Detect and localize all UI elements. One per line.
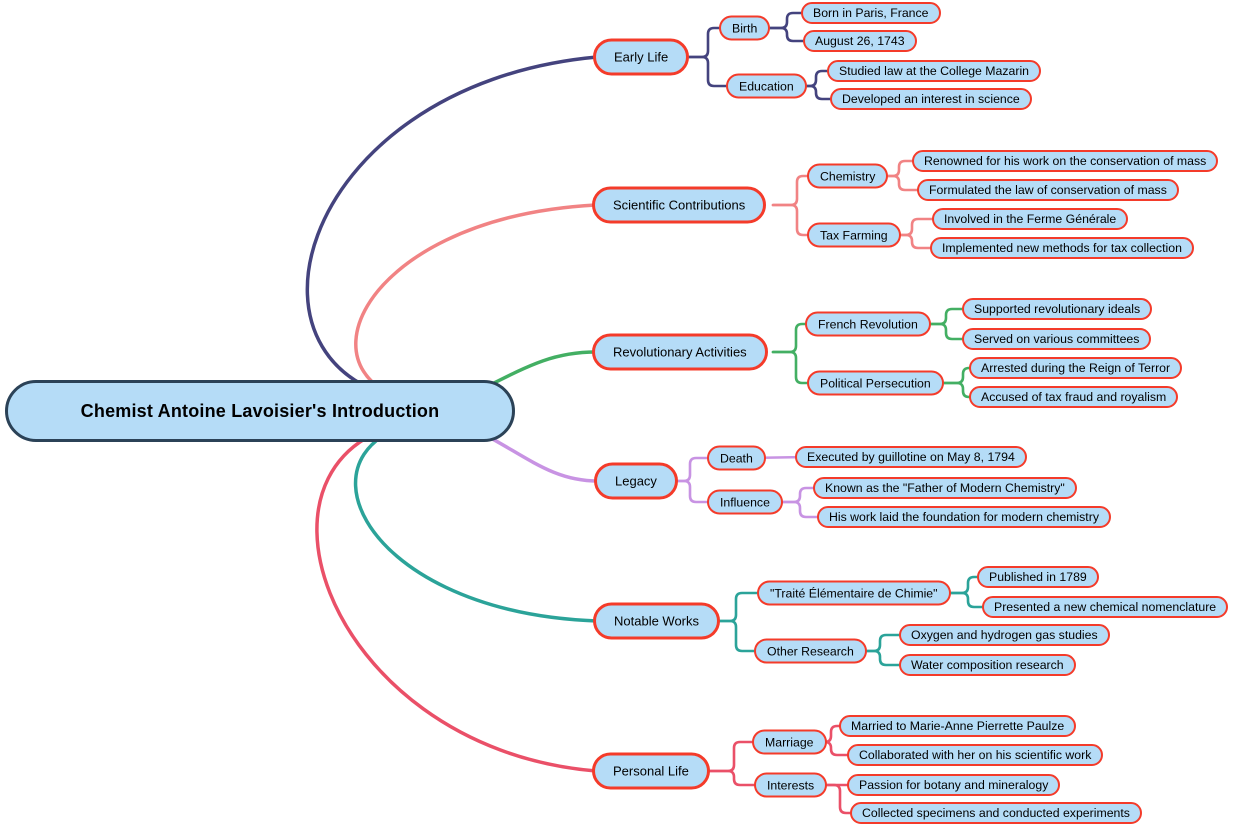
branch-legacy[interactable]: Legacy bbox=[594, 462, 678, 500]
leaf-renowned-conservation[interactable]: Renowned for his work on the conservatio… bbox=[912, 150, 1219, 172]
branch-personal-life[interactable]: Personal Life bbox=[592, 752, 710, 790]
node-birth[interactable]: Birth bbox=[719, 15, 771, 41]
leaf-published-1789[interactable]: Published in 1789 bbox=[977, 566, 1099, 588]
node-traite-elementaire[interactable]: "Traité Élémentaire de Chimie" bbox=[757, 580, 951, 606]
link-root-personal-life bbox=[315, 417, 598, 773]
leaf-law-of-conservation[interactable]: Formulated the law of conservation of ma… bbox=[917, 179, 1179, 201]
leaf-executed-guillotine[interactable]: Executed by guillotine on May 8, 1794 bbox=[795, 446, 1027, 468]
leaf-collected-specimens[interactable]: Collected specimens and conducted experi… bbox=[850, 802, 1142, 824]
node-death[interactable]: Death bbox=[707, 445, 766, 471]
node-chemistry[interactable]: Chemistry bbox=[807, 163, 889, 189]
leaf-arrested-terror[interactable]: Arrested during the Reign of Terror bbox=[969, 357, 1183, 379]
leaf-revolutionary-ideals[interactable]: Supported revolutionary ideals bbox=[962, 298, 1153, 320]
leaf-botany-mineralogy[interactable]: Passion for botany and mineralogy bbox=[847, 774, 1061, 796]
node-other-research[interactable]: Other Research bbox=[754, 638, 867, 664]
link-root-notable-works bbox=[353, 416, 599, 623]
node-french-revolution[interactable]: French Revolution bbox=[805, 311, 931, 337]
branch-revolutionary-activities[interactable]: Revolutionary Activities bbox=[592, 333, 768, 371]
leaf-various-committees[interactable]: Served on various committees bbox=[962, 328, 1152, 350]
node-education[interactable]: Education bbox=[726, 73, 807, 99]
leaf-tax-fraud-royalism[interactable]: Accused of tax fraud and royalism bbox=[969, 386, 1179, 408]
leaf-tax-collection-methods[interactable]: Implemented new methods for tax collecti… bbox=[930, 237, 1194, 259]
leaf-water-composition[interactable]: Water composition research bbox=[899, 654, 1076, 676]
node-tax-farming[interactable]: Tax Farming bbox=[807, 222, 901, 248]
leaf-birth-date[interactable]: August 26, 1743 bbox=[803, 30, 917, 52]
leaf-studied-law[interactable]: Studied law at the College Mazarin bbox=[827, 60, 1042, 82]
leaf-oxygen-hydrogen-studies[interactable]: Oxygen and hydrogen gas studies bbox=[899, 624, 1110, 646]
leaf-born-in-paris[interactable]: Born in Paris, France bbox=[801, 2, 941, 24]
leaf-father-of-modern-chemistry[interactable]: Known as the "Father of Modern Chemistry… bbox=[813, 477, 1077, 499]
link-root-early-life bbox=[305, 55, 599, 405]
branch-scientific-contributions[interactable]: Scientific Contributions bbox=[592, 186, 767, 224]
leaf-married-paulze[interactable]: Married to Marie-Anne Pierrette Paulze bbox=[839, 715, 1077, 737]
node-marriage[interactable]: Marriage bbox=[752, 729, 827, 755]
leaf-ferme-generale[interactable]: Involved in the Ferme Générale bbox=[932, 208, 1129, 230]
link-root-scientific-contributions bbox=[354, 203, 598, 408]
leaf-chemical-nomenclature[interactable]: Presented a new chemical nomenclature bbox=[982, 596, 1229, 618]
leaf-foundation-modern-chemistry[interactable]: His work laid the foundation for modern … bbox=[817, 506, 1111, 528]
branch-early-life[interactable]: Early Life bbox=[593, 38, 690, 76]
node-interests[interactable]: Interests bbox=[754, 772, 828, 798]
node-political-persecution[interactable]: Political Persecution bbox=[807, 370, 944, 396]
node-influence[interactable]: Influence bbox=[707, 489, 783, 515]
root-node[interactable]: Chemist Antoine Lavoisier's Introduction bbox=[5, 380, 515, 442]
branch-notable-works[interactable]: Notable Works bbox=[593, 602, 721, 640]
leaf-collaborated-scientific-work[interactable]: Collaborated with her on his scientific … bbox=[847, 744, 1104, 766]
leaf-interest-in-science[interactable]: Developed an interest in science bbox=[830, 88, 1032, 110]
